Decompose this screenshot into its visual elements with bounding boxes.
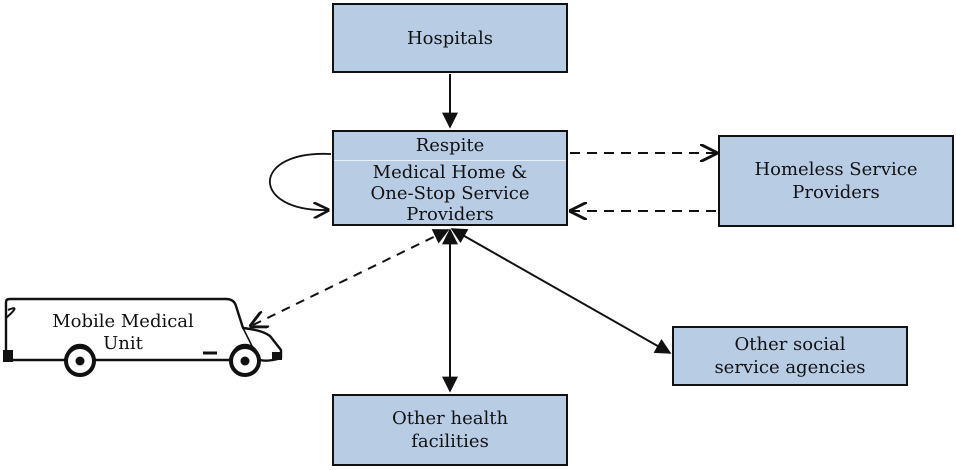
loop-arrow-respite — [269, 153, 332, 210]
arrow-center-social — [450, 228, 672, 354]
medical-home-line-1: Medical Home & — [372, 162, 528, 183]
medical-home-label: Medical Home & One-Stop Service Provider… — [334, 161, 566, 225]
mobile-medical-unit-label: Mobile Medical Unit — [12, 311, 234, 355]
health-line-2: facilities — [411, 431, 489, 452]
social-line-2: service agencies — [714, 357, 866, 378]
respite-label: Respite — [334, 132, 566, 161]
mobile-line-2: Unit — [103, 333, 143, 354]
van-icon — [3, 297, 283, 377]
mobile-line-1: Mobile Medical — [52, 311, 194, 332]
homeless-line-2: Providers — [792, 182, 880, 203]
hospitals-label: Hospitals — [406, 27, 493, 49]
hospitals-box: Hospitals — [332, 3, 568, 73]
social-line-1: Other social — [734, 334, 846, 355]
health-facilities-label: Other health facilities — [392, 407, 508, 453]
medical-home-box: Respite Medical Home & One-Stop Service … — [332, 130, 568, 226]
medical-home-line-3: Providers — [406, 204, 494, 225]
health-line-1: Other health — [391, 408, 509, 429]
arrow-center-mobile — [251, 229, 448, 326]
homeless-service-box: Homeless Service Providers — [718, 135, 954, 227]
social-service-box: Other social service agencies — [672, 326, 908, 386]
social-service-label: Other social service agencies — [714, 333, 865, 379]
homeless-service-label: Homeless Service Providers — [754, 158, 917, 204]
medical-home-line-2: One-Stop Service — [370, 183, 530, 204]
health-facilities-box: Other health facilities — [332, 394, 568, 466]
homeless-line-1: Homeless Service — [754, 159, 918, 180]
